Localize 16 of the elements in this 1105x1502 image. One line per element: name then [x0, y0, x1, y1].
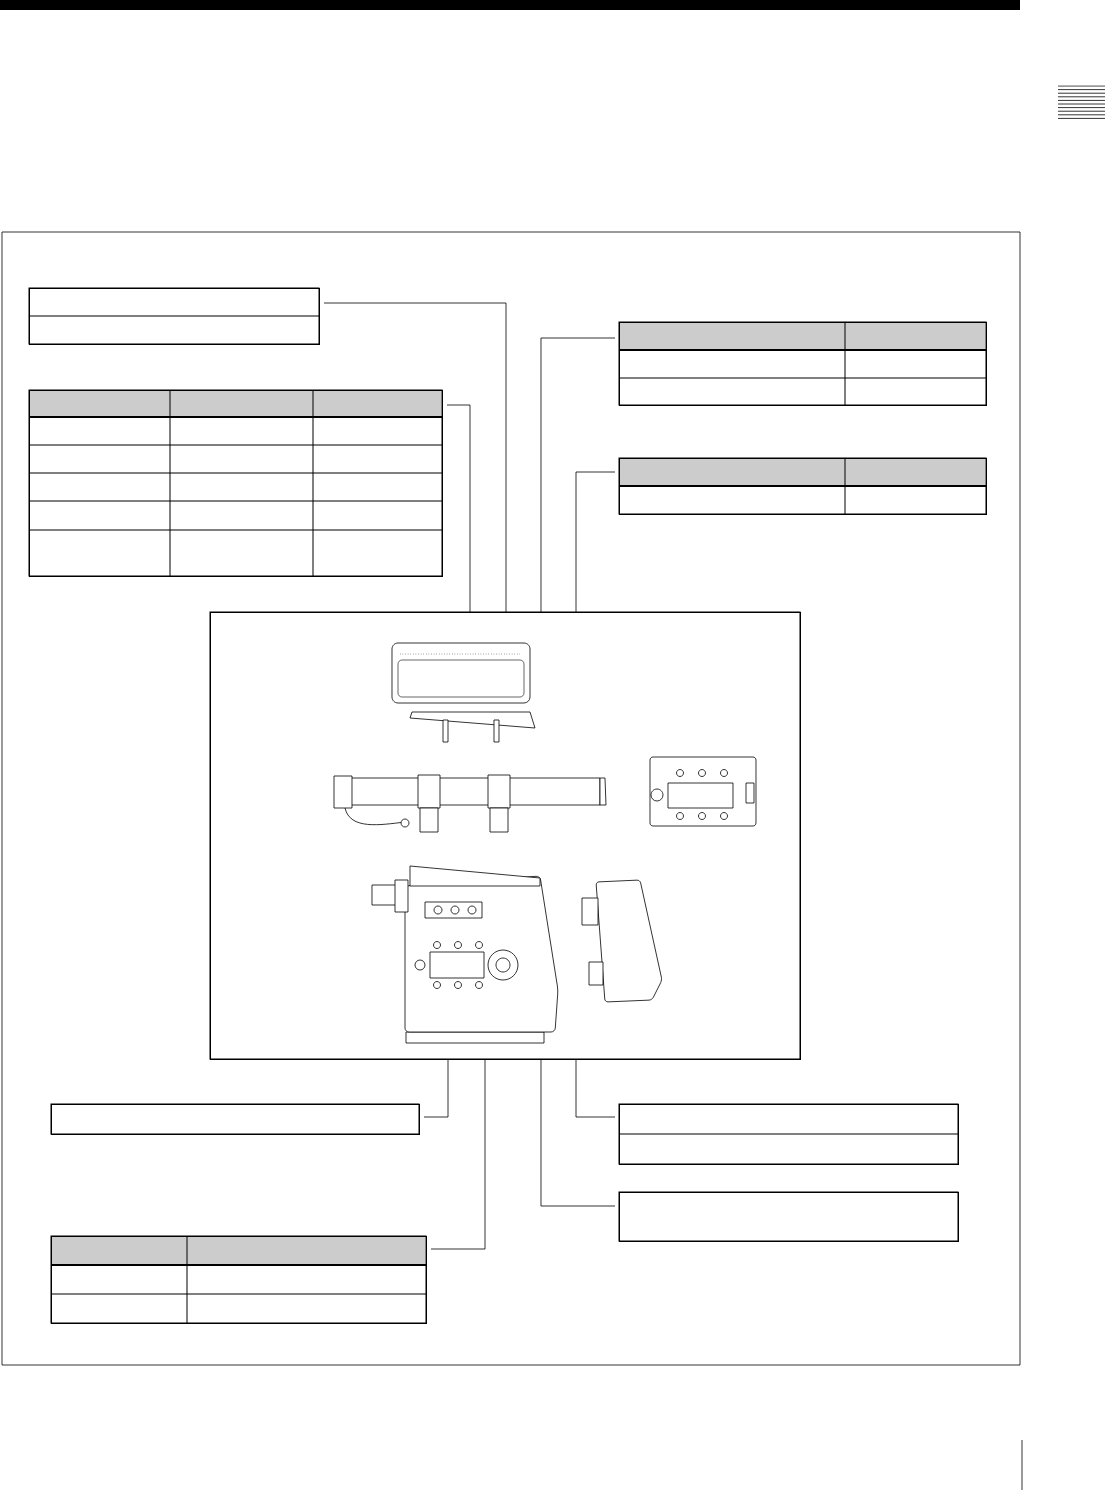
- empty-table: [50, 1235, 427, 1324]
- empty-table: [618, 1191, 959, 1242]
- empty-table: [28, 389, 443, 577]
- empty-table: [618, 321, 987, 406]
- leader-line: [423, 1059, 449, 1118]
- empty-table: [28, 287, 320, 345]
- empty-table: [618, 457, 987, 515]
- leader-line: [575, 1059, 616, 1118]
- leader-line: [323, 302, 507, 613]
- leader-line: [540, 1059, 616, 1207]
- leader-line: [430, 1059, 486, 1250]
- empty-table: [618, 1103, 959, 1165]
- leader-line: [540, 337, 616, 613]
- leader-line: [446, 404, 471, 613]
- leader-line: [575, 471, 616, 613]
- empty-table: [50, 1103, 420, 1135]
